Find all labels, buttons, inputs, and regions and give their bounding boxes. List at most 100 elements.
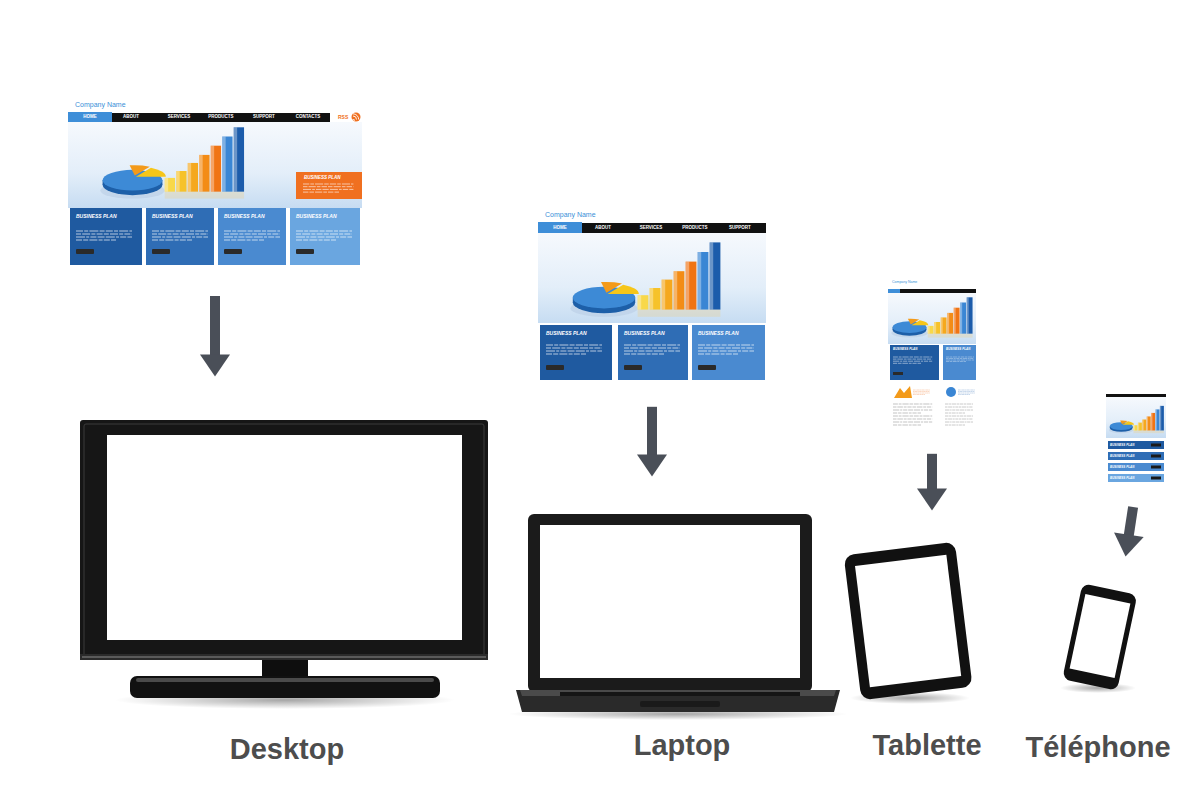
tablet-device: Tablette [847, 541, 970, 701]
device-label: Laptop [634, 731, 731, 760]
nav-item: PRODUCTS [208, 115, 233, 120]
arrow-head [637, 454, 667, 476]
site-name: Company Name [75, 101, 126, 108]
tablet-screen [855, 555, 961, 687]
placeholder-text [893, 357, 932, 363]
placeholder-text [546, 345, 602, 354]
flow-arrow [637, 407, 667, 477]
card-title: BUSINESS PLAN [698, 331, 739, 336]
content-card [540, 325, 612, 380]
arrow-shaft [647, 407, 657, 457]
content-card [146, 208, 214, 265]
content-card [290, 208, 360, 265]
phone-device: Téléphone [1060, 583, 1142, 689]
content-card [1108, 463, 1164, 471]
rss-icon [353, 114, 359, 121]
arrow-shaft [927, 454, 937, 491]
card-title: BUSINESS PLAN [1110, 466, 1134, 469]
device-label: Téléphone [1025, 733, 1170, 762]
monitor-stand [130, 676, 440, 698]
card-button [296, 249, 314, 254]
nav-item: HOME [83, 115, 97, 120]
nav-item: PRODUCTS [682, 226, 707, 231]
laptop-screen [540, 525, 800, 678]
nav-bar [582, 223, 766, 233]
desktop-monitor: Desktop [80, 420, 488, 702]
card-button [546, 365, 564, 370]
card-title: BUSINESS PLAN [1110, 444, 1134, 447]
card-title: BUSINESS PLAN [1110, 455, 1134, 458]
content-card [1108, 441, 1164, 449]
nav-item: SERVICES [168, 115, 191, 120]
placeholder-text [303, 184, 353, 192]
placeholder-text [913, 390, 930, 395]
card-title: BUSINESS PLAN [224, 214, 265, 219]
card-title: BUSINESS PLAN [893, 348, 917, 351]
site-name: Company Name [545, 211, 596, 218]
nav-tab [538, 222, 582, 233]
phone-screen [1070, 594, 1131, 678]
placeholder-text [76, 231, 132, 240]
laptop-lid [528, 514, 812, 692]
laptop-keyboard [560, 692, 800, 696]
arrow-shaft [1129, 507, 1134, 537]
tablet-device [844, 542, 973, 701]
monitor-stand [262, 660, 308, 678]
nav-bar [112, 113, 330, 122]
card-title: BUSINESS PLAN [1110, 477, 1134, 480]
placeholder-text [945, 404, 973, 413]
monitor-stand [136, 678, 434, 682]
flow-arrow [1114, 507, 1144, 556]
rss-icon [352, 113, 361, 122]
card-button [1151, 455, 1161, 458]
card-button [1151, 477, 1161, 480]
placeholder-text [893, 404, 932, 413]
chart-graphic [1109, 406, 1164, 433]
card-button [1151, 444, 1161, 447]
card-button [152, 249, 170, 254]
page-background [888, 278, 976, 432]
webpage-mockup: Company NameBUSINESS PLANBUSINESS PLAN [888, 278, 976, 432]
arrow-head [1114, 532, 1144, 556]
placeholder-text [958, 390, 975, 395]
arrow-head [200, 355, 230, 377]
hero-banner [68, 122, 362, 208]
nav-tab [68, 112, 112, 122]
icon-graphic [894, 386, 912, 398]
card-button [76, 249, 94, 254]
monitor-frame [82, 657, 486, 658]
nav-bar [1106, 394, 1166, 397]
hero-banner [1106, 397, 1166, 438]
hero-banner [538, 233, 766, 323]
chart-graphic [891, 297, 972, 337]
nav-item: SUPPORT [729, 226, 751, 231]
promo-box [296, 172, 362, 199]
page-background [538, 210, 766, 380]
monitor-screen [107, 435, 462, 640]
page-background [1106, 390, 1166, 488]
placeholder-text [698, 345, 754, 354]
laptop-touchpad [640, 701, 720, 707]
chart-graphic [100, 127, 244, 198]
placeholder-text [224, 231, 280, 240]
arrow-head [917, 488, 947, 510]
card-title: BUSINESS PLAN [296, 214, 337, 219]
content-card [943, 345, 976, 380]
page-background [68, 100, 362, 265]
site-name: Company Name [892, 281, 917, 285]
nav-tab [888, 289, 900, 293]
phone-device [1062, 583, 1137, 691]
webpage-mockup: BUSINESS PLAN BUSINESS PLAN BUSINESS PLAN B… [1106, 390, 1166, 488]
card-title: BUSINESS PLAN [624, 331, 665, 336]
content-card [692, 325, 765, 380]
nav-item: CONTACTS [296, 115, 321, 120]
card-title: BUSINESS PLAN [304, 176, 341, 181]
content-card [890, 345, 939, 380]
content-card [218, 208, 286, 265]
placeholder-text [624, 345, 680, 354]
monitor-frame [80, 654, 488, 660]
webpage-mockup: Company NameHOMEABOUTSERVICESPRODUCTSSUP… [538, 210, 766, 380]
monitor-frame [80, 420, 488, 660]
